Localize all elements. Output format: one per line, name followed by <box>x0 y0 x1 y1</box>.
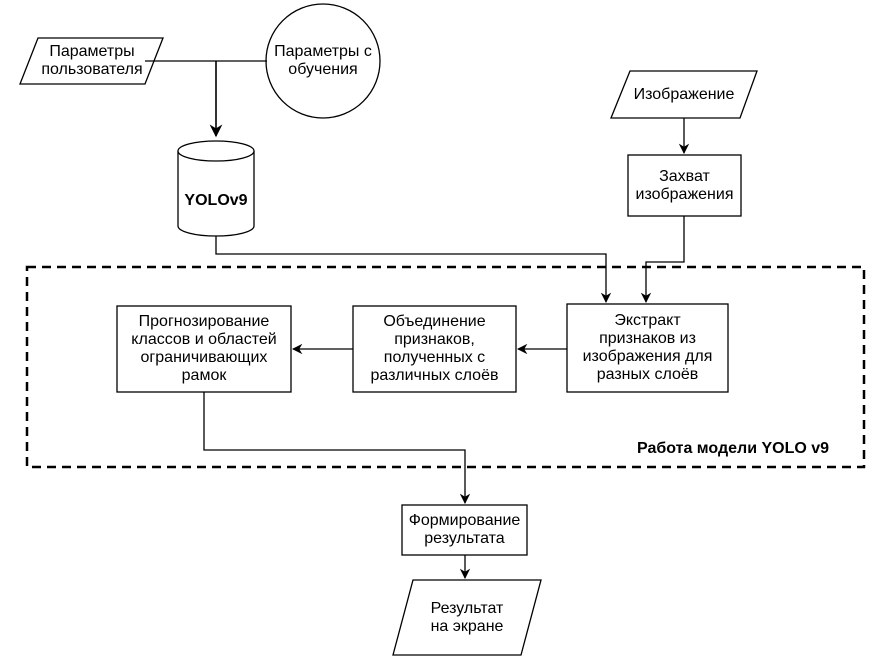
yolo-db-label: YOLOv9 <box>184 192 248 209</box>
screen-result-shape <box>392 579 542 656</box>
yolo-db-shape <box>177 140 255 237</box>
image-label: Изображение <box>633 85 735 103</box>
predict-shape <box>116 305 292 393</box>
predict-label: Прогнозирование классов и областей огран… <box>131 313 277 384</box>
arrow-yolo-to-extract <box>215 236 612 304</box>
capture-shape <box>627 154 742 217</box>
screen-result-label: Результат на экране <box>430 599 504 635</box>
capture-label: Захват изображения <box>635 167 734 203</box>
form-result-label: Формирование результата <box>408 512 521 547</box>
user-params-shape <box>19 37 164 85</box>
yolo-model-region-label: Работа модели YOLO v9 <box>637 440 830 457</box>
arrow-capture-to-extract <box>640 216 685 304</box>
extract-shape <box>566 303 729 393</box>
extract-label: Экстракт признаков из изображения для ра… <box>582 312 713 383</box>
arrow-predict-to-form-result <box>203 392 471 505</box>
user-params-label: Параметры пользователя <box>41 43 143 78</box>
yolo-model-region-frame <box>25 265 866 469</box>
merge-shape <box>352 305 517 393</box>
merge-label: Объединение признаков, полученных с разл… <box>370 313 499 384</box>
trained-params-label: Параметры с обучения <box>274 43 372 78</box>
image-shape <box>610 70 758 119</box>
